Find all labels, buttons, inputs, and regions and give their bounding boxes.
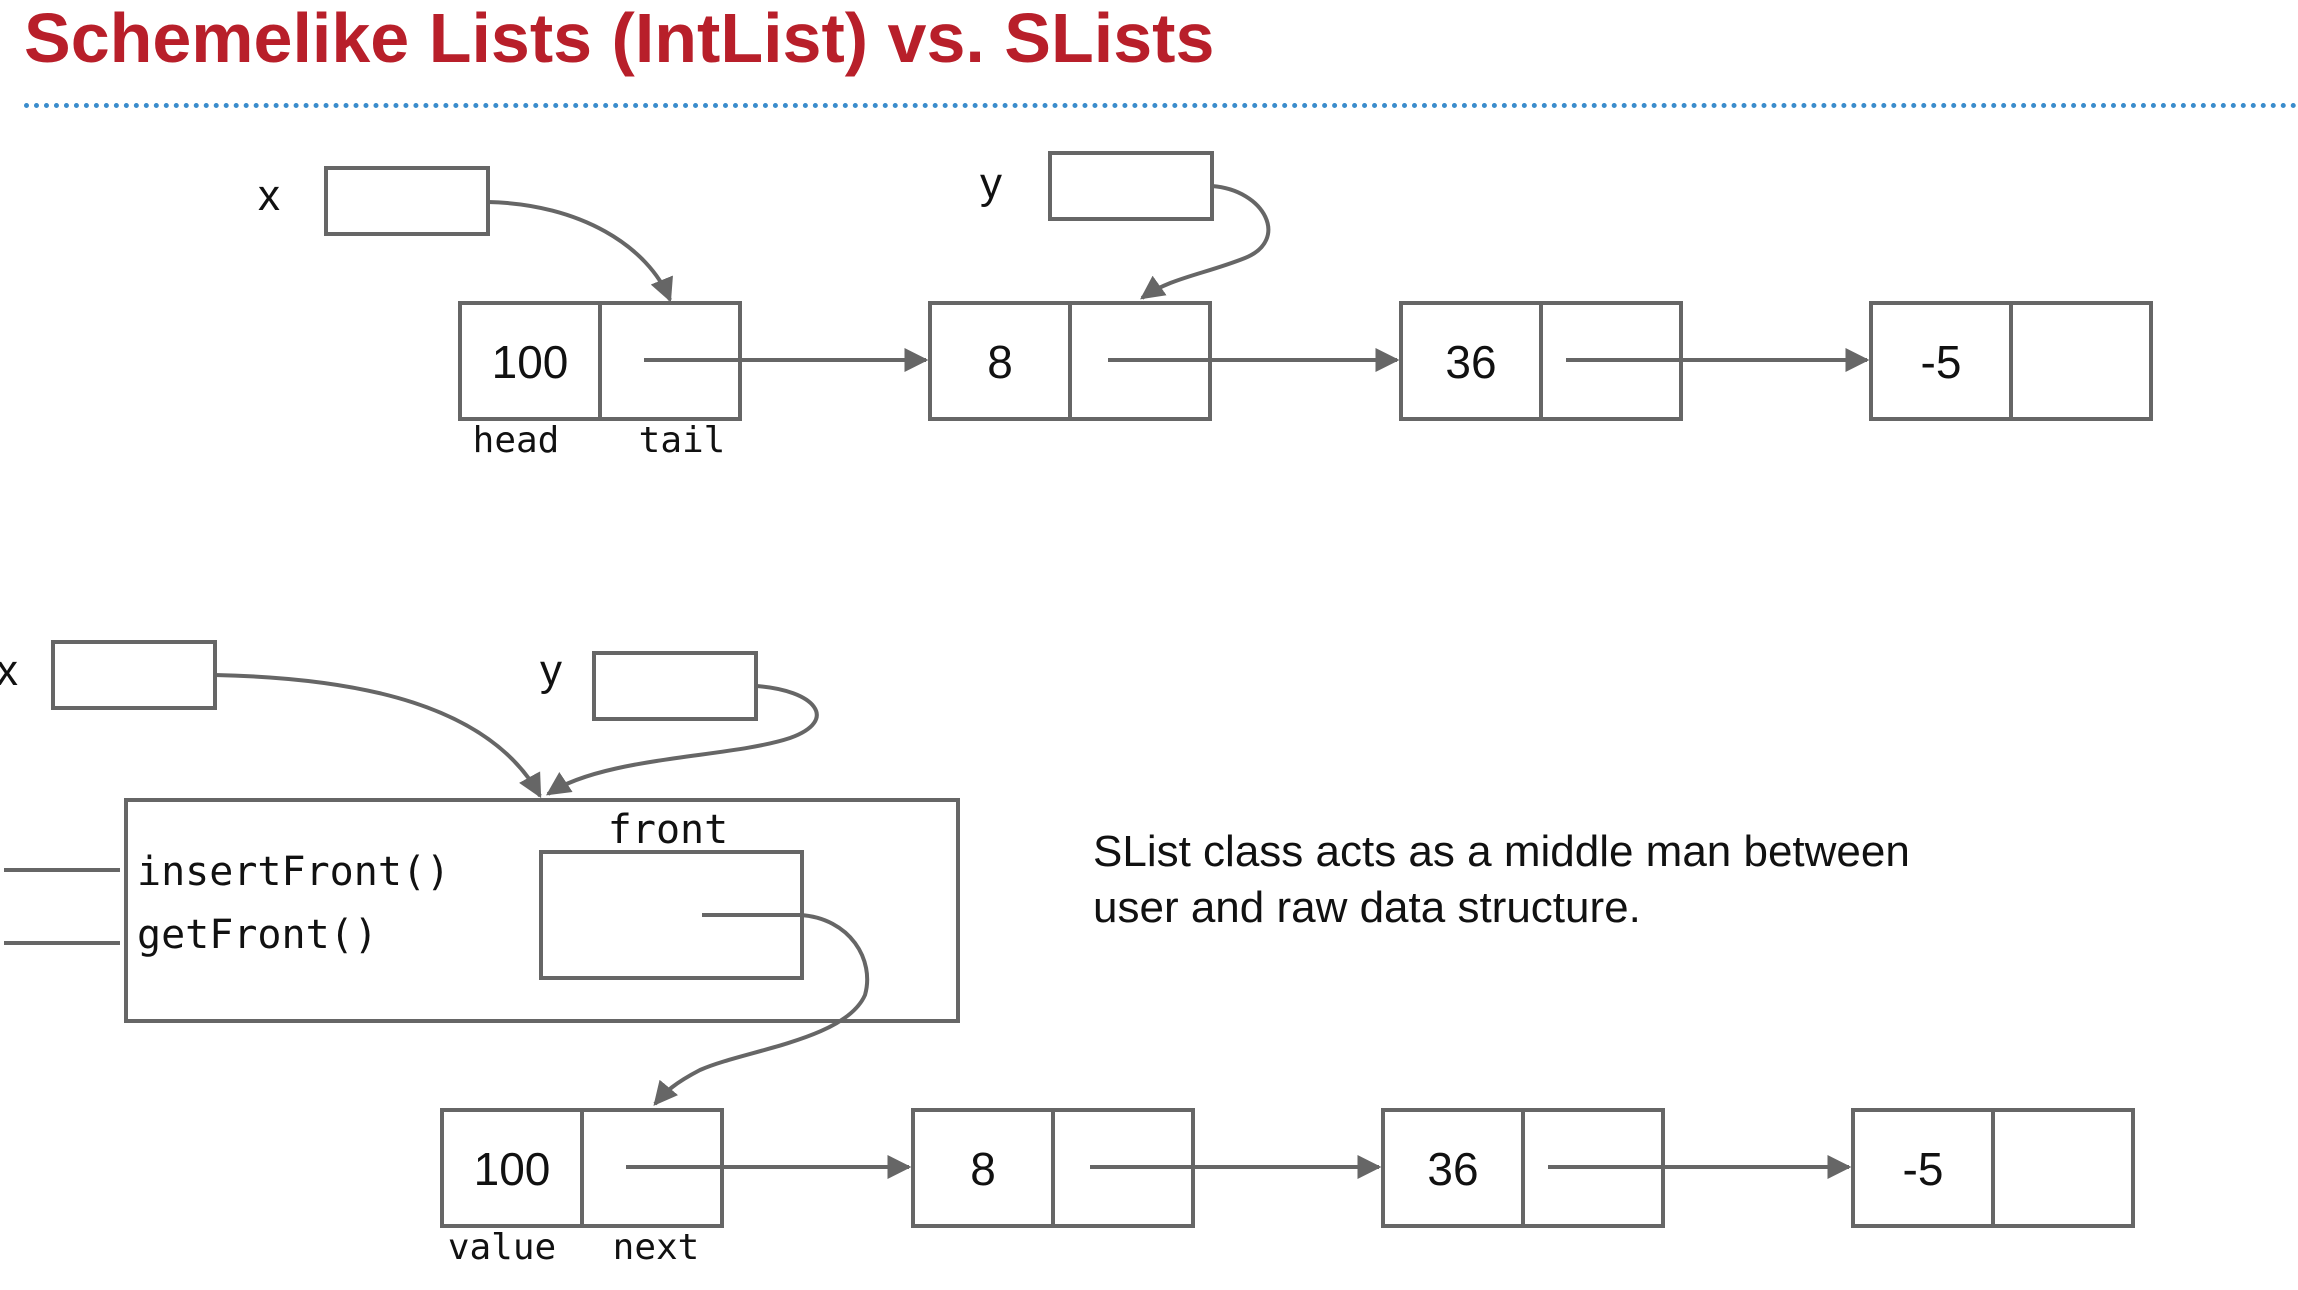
slist-var-y-box — [592, 651, 758, 721]
get-front-method: getFront() — [137, 912, 378, 958]
slist-node-4-value: -5 — [1903, 1143, 1944, 1195]
slist-var-x-box — [51, 640, 217, 710]
intlist-head-label: head — [473, 420, 560, 461]
intlist-diagram: x y 100 8 36 -5 head tail — [258, 151, 2153, 461]
description-line-1: SList class acts as a middle man between — [1093, 827, 1910, 876]
slist-diagram: x y insertFront() getFront() front 100 8… — [0, 640, 2135, 1268]
intlist-node-4-value: -5 — [1921, 336, 1962, 388]
intlist-var-y-box — [1048, 151, 1214, 221]
slist-node-3-value: 36 — [1427, 1143, 1478, 1195]
slist-object-box — [124, 798, 960, 1023]
slist-node-1-value: 100 — [474, 1143, 551, 1195]
intlist-var-x-box — [324, 166, 490, 236]
slist-y-pointer — [546, 684, 819, 796]
page-title: Schemelike Lists (IntList) vs. SLists — [24, 0, 1215, 77]
intlist-var-y-label: y — [980, 159, 1002, 208]
intlist-x-pointer — [487, 200, 673, 303]
intlist-node-2-value: 8 — [987, 336, 1013, 388]
description-line-2: user and raw data structure. — [1093, 883, 1641, 932]
intlist-var-x-label: x — [258, 171, 280, 220]
intlist-node-1-value: 100 — [492, 336, 569, 388]
insert-front-method: insertFront() — [137, 849, 450, 895]
slist-value-label: value — [448, 1227, 556, 1268]
slist-var-x-label: x — [0, 646, 18, 695]
title-divider — [24, 103, 2298, 108]
front-pointer — [653, 913, 870, 1106]
intlist-node-3-value: 36 — [1445, 336, 1496, 388]
intlist-tail-label: tail — [639, 420, 726, 461]
front-field-label: front — [608, 807, 728, 853]
slist-next-label: next — [613, 1227, 700, 1268]
slist-var-y-label: y — [540, 646, 562, 695]
slist-node-2-value: 8 — [970, 1143, 996, 1195]
slist-x-pointer — [214, 673, 542, 799]
intlist-y-pointer — [1140, 184, 1271, 300]
